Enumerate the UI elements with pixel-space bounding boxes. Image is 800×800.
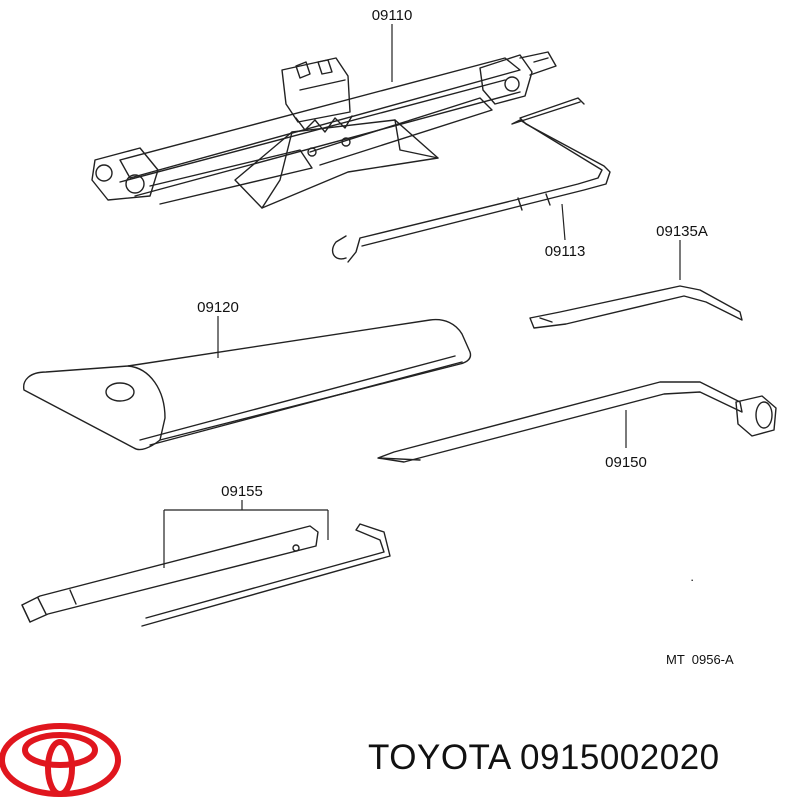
jack-handle-lever-drawing	[529, 285, 743, 329]
part-label-tool-bag: 09120	[197, 299, 239, 316]
brand-part-number: 0915002020	[519, 738, 720, 777]
brand-part-title: TOYOTA 0915002020	[368, 738, 720, 778]
leader-lines	[163, 24, 681, 568]
part-label-wheel-nut-wrench: 09150	[605, 454, 647, 471]
jack-handle-drawing	[331, 97, 611, 263]
part-label-jack-handle: 09113	[545, 243, 586, 260]
part-label-jack: 09110	[372, 7, 413, 24]
toyota-logo	[0, 723, 121, 797]
part-label-jack-handle-extension: 09155	[221, 483, 263, 500]
jack-drawing	[91, 51, 557, 209]
tool-bag-drawing	[23, 318, 472, 451]
part-label-jack-handle-lever: 09135A	[656, 223, 708, 240]
diagram-reference: MT 0956-A	[666, 652, 734, 667]
diagram-mark: ·	[690, 572, 694, 587]
jack-handle-extension-drawing	[21, 523, 391, 627]
wheel-nut-wrench-drawing	[377, 381, 777, 463]
brand-name: TOYOTA	[368, 738, 510, 777]
